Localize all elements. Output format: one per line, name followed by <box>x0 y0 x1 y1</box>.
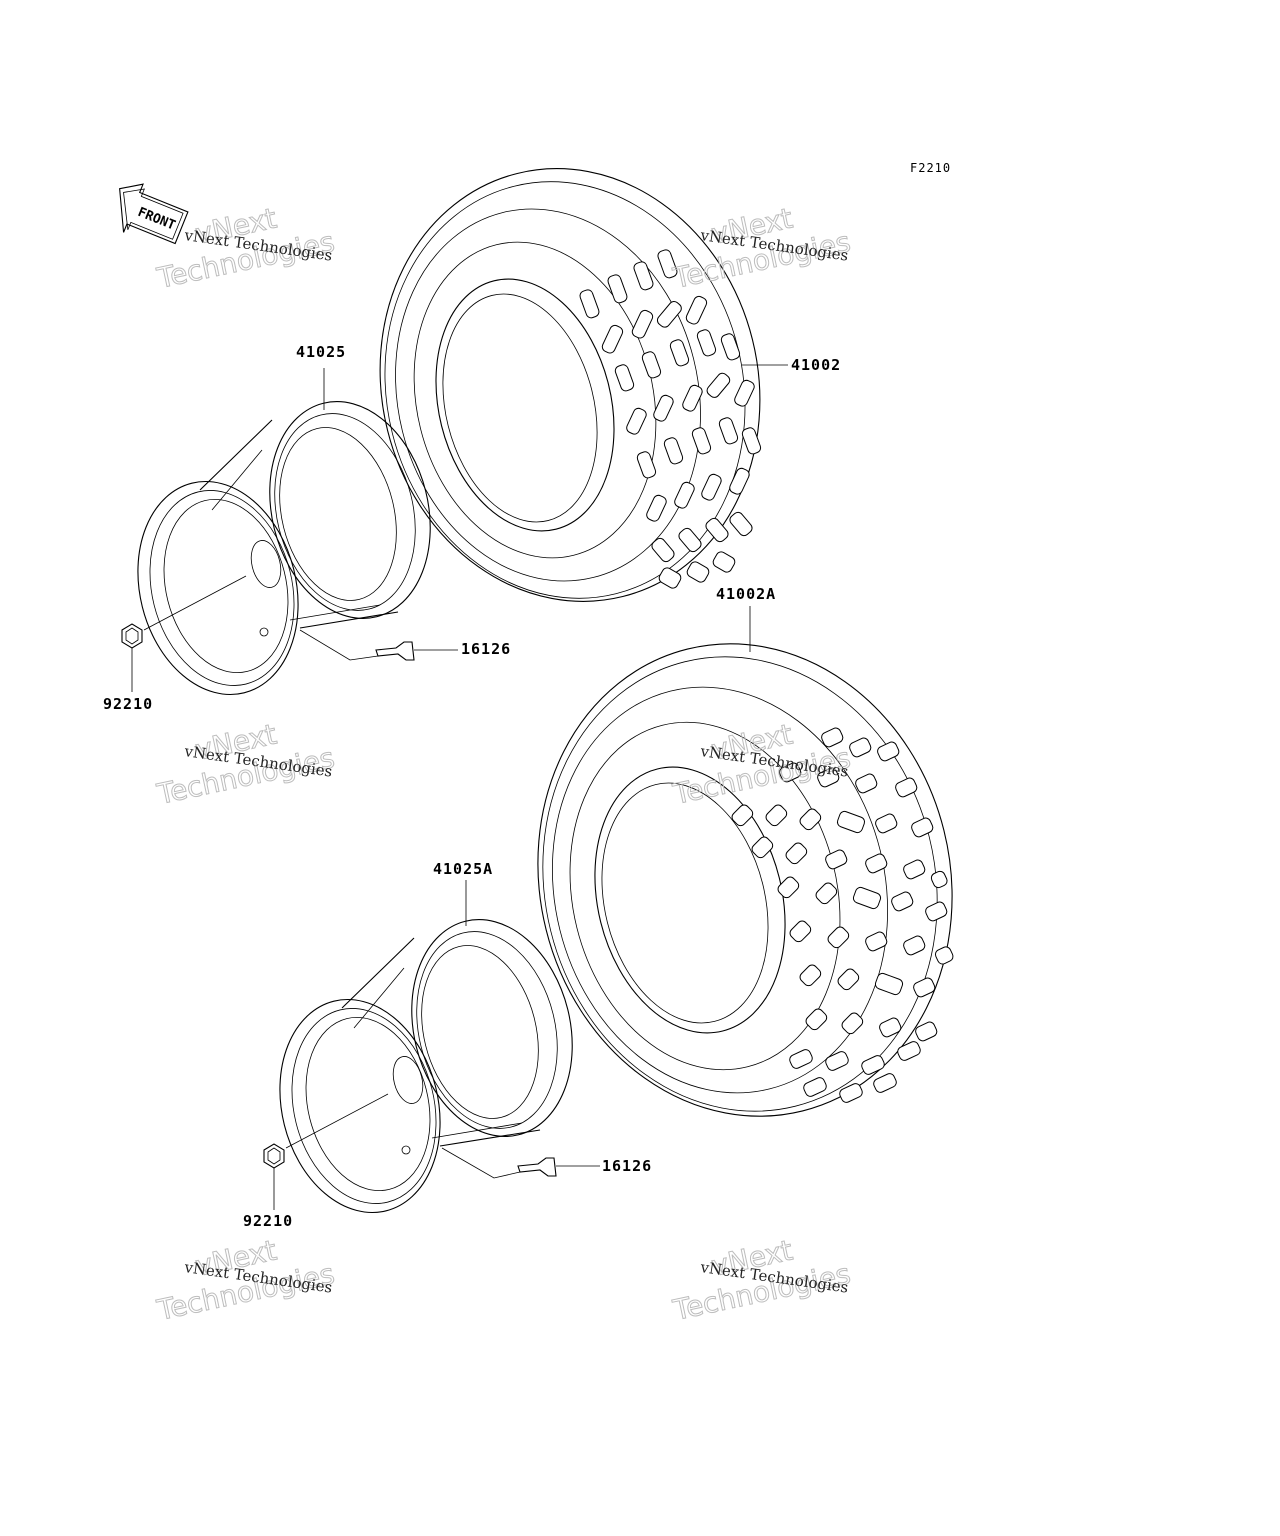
front-arrow-icon: FRONT <box>119 183 189 245</box>
front-label: FRONT <box>136 205 178 234</box>
part-label-16126-lower: 16126 <box>602 1157 652 1175</box>
part-label-41002A: 41002A <box>716 585 776 603</box>
lower-wheel <box>279 919 573 1214</box>
upper-tire <box>379 168 762 602</box>
lower-valve-stem <box>517 1157 557 1177</box>
watermark-top-left: vNext Technologies vNext Technologies <box>153 201 338 295</box>
watermark-bottom-left: vNext Technologies vNext Technologies <box>153 1233 338 1327</box>
lower-tire-tread <box>731 727 954 1103</box>
part-label-41025A: 41025A <box>433 860 493 878</box>
part-label-92210-lower: 92210 <box>243 1212 293 1230</box>
part-label-41025: 41025 <box>296 343 346 361</box>
lower-nut <box>263 1143 285 1169</box>
watermark-bottom-right: vNext Technologies vNext Technologies <box>669 1233 854 1327</box>
watermark-top-right: vNext Technologies vNext Technologies <box>669 201 854 295</box>
upper-nut <box>121 623 143 649</box>
diagram-code: F2210 <box>910 161 951 175</box>
upper-wheel <box>137 401 431 696</box>
upper-valve-stem <box>375 641 415 661</box>
leader-lines <box>131 364 788 1210</box>
watermark-middle-left: vNext Technologies vNext Technologies <box>153 717 338 811</box>
part-label-92210-upper: 92210 <box>103 695 153 713</box>
lower-tire <box>537 643 954 1117</box>
part-label-16126-upper: 16126 <box>461 640 511 658</box>
part-label-41002: 41002 <box>791 356 841 374</box>
watermark-middle-right: vNext Technologies vNext Technologies <box>669 717 854 811</box>
upper-tire-tread <box>579 249 762 589</box>
